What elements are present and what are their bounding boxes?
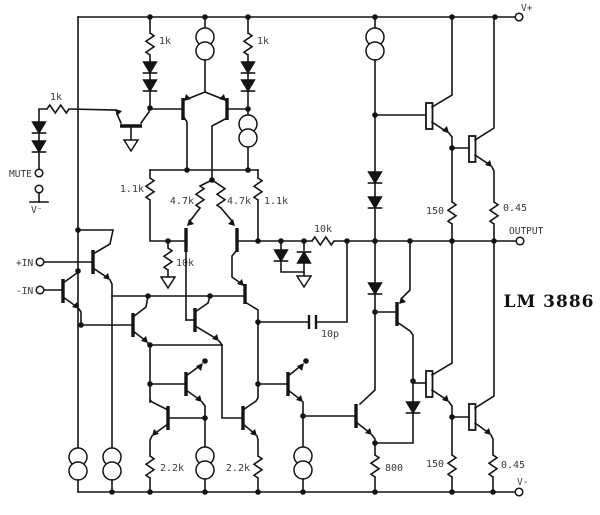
r-10k-series-label: 10k	[314, 224, 332, 235]
resistor-icon	[243, 32, 253, 56]
r-150-bottom-label: 150	[426, 459, 444, 470]
vminus-terminal	[514, 487, 524, 497]
current-source-icon	[195, 27, 215, 61]
current-source-icon	[102, 447, 122, 481]
vminus-label: V-	[517, 477, 528, 488]
diode-icon	[296, 251, 312, 264]
resistor-icon	[253, 177, 263, 201]
r-mute-label: 1k	[50, 92, 62, 103]
r-11k-right-label: 1.1k	[264, 196, 288, 207]
resistor-icon	[489, 201, 499, 225]
resistor-icon	[46, 104, 70, 114]
r-22k-left-label: 2.2k	[160, 463, 184, 474]
current-source-icon	[238, 114, 258, 148]
clamp-diodes	[273, 238, 312, 288]
c-comp-label: 10p	[321, 329, 339, 340]
diode-icon	[142, 79, 158, 92]
diode-icon	[142, 61, 158, 74]
ground-icon	[123, 139, 139, 152]
r-22k-right-label: 2.2k	[226, 463, 250, 474]
r-47k-left-label: 4.7k	[170, 196, 194, 207]
vplus-label: V+	[521, 3, 533, 14]
series-10k: 10k	[257, 224, 376, 246]
compensation-cap: 10p	[257, 240, 348, 340]
bottom-mirror-left: 2.2k	[145, 342, 244, 493]
resistor-icon	[447, 201, 457, 225]
ground-icon	[160, 276, 176, 289]
mute-ref-label: V⁻	[31, 205, 42, 216]
r-800-label: 800	[385, 463, 403, 474]
diode-icon	[367, 196, 383, 209]
diode-icon	[405, 401, 421, 414]
ground-icon	[296, 275, 312, 288]
current-source-icon	[293, 446, 313, 480]
diode-icon	[31, 121, 47, 134]
bottom-mirror-right: 2.2k	[226, 358, 313, 493]
current-source-icon	[68, 447, 88, 481]
diode-icon	[367, 171, 383, 184]
mute-ref-terminal	[34, 184, 44, 194]
diode-icon	[240, 79, 256, 92]
output-stage-bottom: 150 0.45	[412, 240, 525, 493]
vplus-terminal	[514, 12, 524, 22]
resistor-icon	[195, 185, 205, 209]
r-47k-right-label: 4.7k	[227, 196, 251, 207]
right-bias-column	[365, 16, 385, 315]
current-source-icon	[365, 27, 385, 61]
resistor-icon	[253, 455, 263, 479]
input-stage: +IN -IN	[16, 227, 261, 387]
output-label: OUTPUT	[509, 226, 544, 237]
diode-icon	[367, 282, 383, 295]
mute-terminal	[34, 168, 44, 178]
resistor-icon	[145, 32, 155, 56]
r-150-top-label: 150	[426, 206, 444, 217]
bias-chain-left: 1k	[142, 16, 184, 111]
resistor-icon	[216, 185, 226, 209]
bias-chain-right: 1k	[226, 16, 269, 171]
resistor-icon	[145, 177, 155, 201]
diode-icon	[273, 249, 289, 262]
vplus-rail: V+	[77, 3, 533, 449]
resistor-icon	[311, 236, 335, 246]
output-bus: OUTPUT	[372, 226, 544, 246]
mute-label: MUTE	[9, 169, 32, 180]
r-045-bottom-label: 0.45	[501, 460, 525, 471]
r-bias-right-label: 1k	[257, 36, 269, 47]
current-source-icon	[195, 446, 215, 480]
top-current-source	[195, 16, 215, 93]
second-diff-pair	[167, 228, 261, 321]
in-pos-terminal	[35, 257, 45, 267]
r-11k-left-label: 1.1k	[120, 184, 144, 195]
mute-network: MUTE 1k V⁻	[9, 92, 150, 216]
r-045-top-label: 0.45	[503, 203, 527, 214]
center-resistor-network: 1.1k 4.7k 4.7k 1.1k 10k	[120, 167, 288, 289]
resistor-icon	[488, 454, 498, 478]
resistor-icon	[163, 247, 173, 271]
output-terminal	[515, 236, 525, 246]
resistor-icon	[447, 454, 457, 478]
diode-icon	[31, 140, 47, 153]
left-tail-current-sources	[68, 295, 122, 493]
resistor-icon	[370, 454, 380, 478]
vas-stage: 800	[302, 240, 421, 493]
output-stage-top: 0.45 150	[374, 16, 527, 242]
chip-title: LM 3886	[503, 292, 594, 312]
input-diff-pair	[181, 90, 229, 181]
r-bias-left-label: 1k	[159, 36, 171, 47]
diode-icon	[240, 61, 256, 74]
in-neg-terminal	[35, 285, 45, 295]
in-neg-label: -IN	[16, 286, 33, 297]
resistor-icon	[145, 455, 155, 479]
in-pos-label: +IN	[16, 258, 33, 269]
r-10k-gnd-label: 10k	[176, 258, 194, 269]
